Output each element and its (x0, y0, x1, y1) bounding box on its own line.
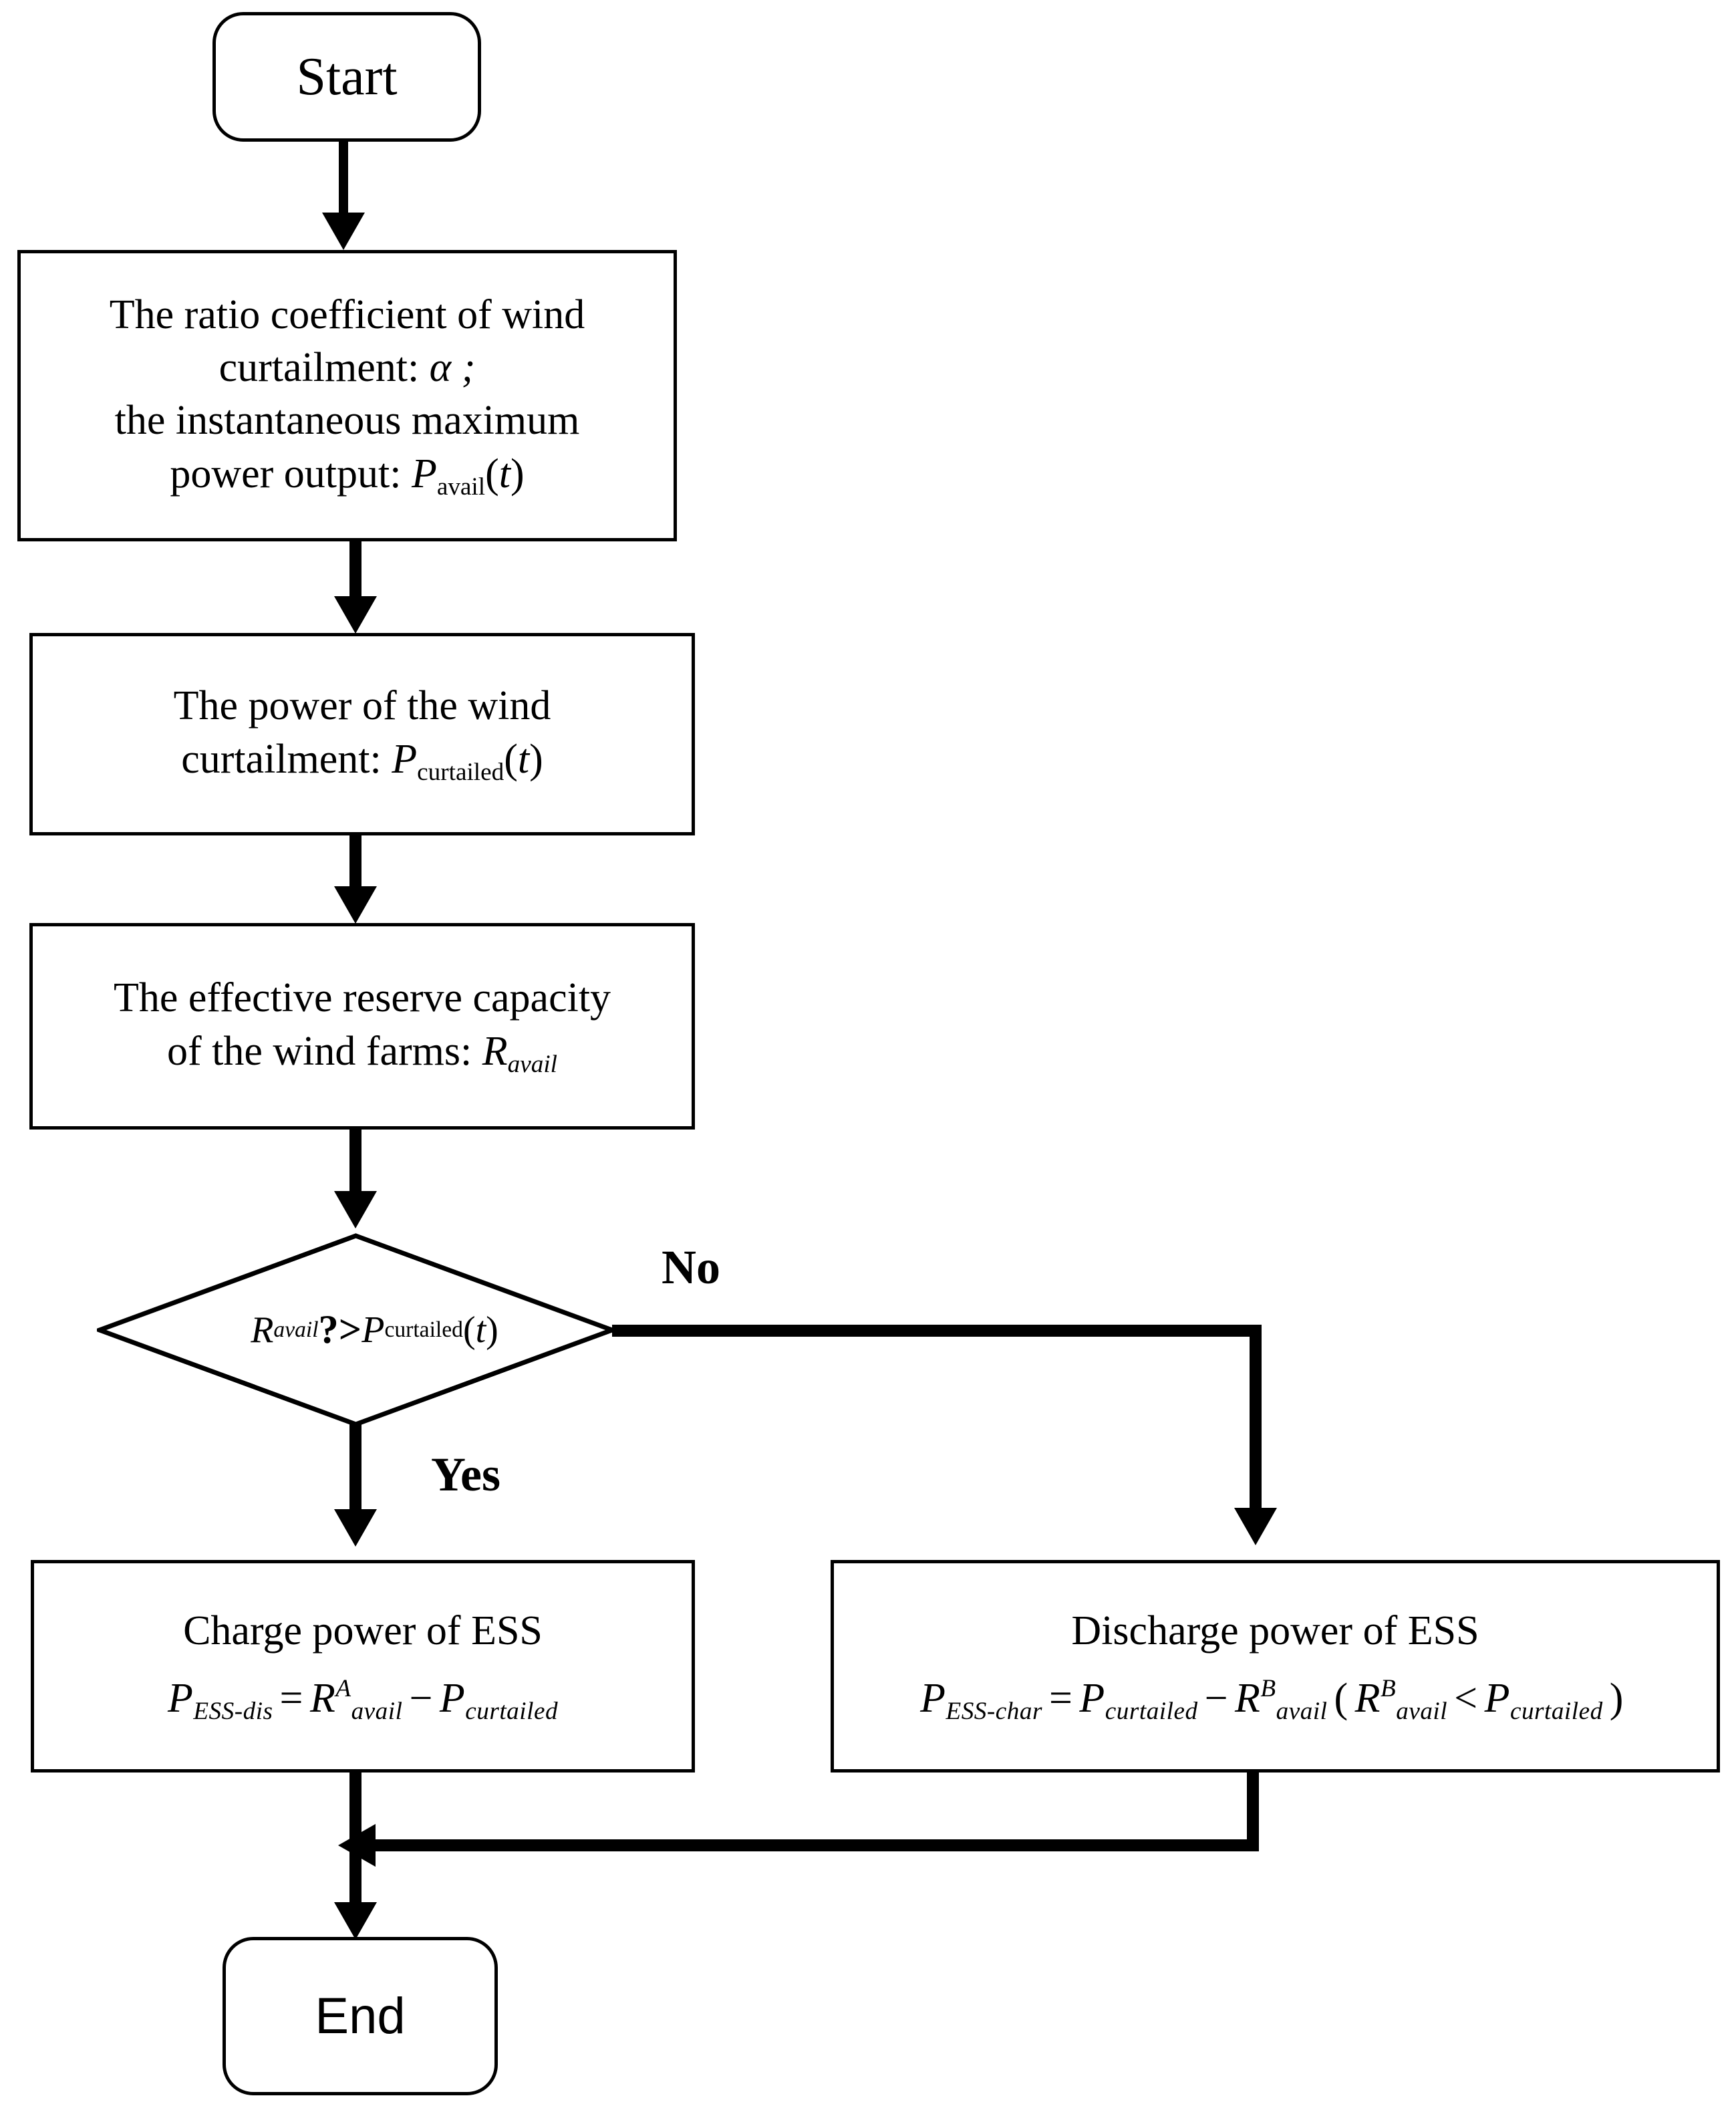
node-curtailed-power[interactable]: The power of the wind curtailment: Pcurt… (29, 633, 695, 835)
inputs-line-2-prefix: curtailment: (219, 344, 430, 390)
r-avail-sub: avail (507, 1050, 557, 1078)
inputs-line-2: curtailment: α ; (219, 342, 476, 394)
node-start[interactable]: Start (212, 12, 481, 142)
charge-minus: − (409, 1676, 433, 1722)
discharge-t2-sub: avail (1276, 1698, 1328, 1726)
r-avail-var: R (482, 1028, 508, 1074)
discharge-paren-open: ( (1334, 1676, 1348, 1722)
charge-lhs-sub: ESS-dis (193, 1698, 273, 1726)
node-reserve-capacity[interactable]: The effective reserve capacity of the wi… (29, 923, 695, 1130)
discharge-t4-sub: curtailed (1509, 1698, 1603, 1726)
inputs-line-2-suffix: ; (451, 344, 476, 390)
inputs-line-3: the instantaneous maximum (114, 398, 580, 444)
p-avail-var: P (411, 450, 437, 497)
decision-rhs-arg: t (475, 1309, 486, 1351)
edge-line (349, 541, 361, 599)
p-curtailed-sub: curtailed (417, 758, 504, 786)
discharge-lhs-var: P (920, 1676, 946, 1722)
p-curtailed-paren-close: ) (529, 736, 543, 782)
reserve-line-2: of the wind farms: Ravail (167, 1025, 557, 1081)
alpha-symbol: α (429, 344, 452, 390)
p-curtailed-var: P (392, 736, 418, 782)
charge-t2-var: P (439, 1676, 466, 1722)
edge-arrowhead (334, 886, 377, 924)
curtailed-line-2: curtailment: Pcurtailed(t) (181, 733, 543, 789)
discharge-less-than: < (1454, 1676, 1478, 1722)
charge-t2-sub: curtailed (465, 1698, 559, 1726)
reserve-line-1: The effective reserve capacity (113, 975, 611, 1021)
discharge-t3-sup: B (1381, 1675, 1397, 1703)
edge-line (339, 142, 348, 214)
node-end-label: End (315, 1987, 406, 2045)
charge-t1-var: R (309, 1676, 336, 1722)
discharge-t2-sup: B (1260, 1675, 1276, 1703)
edge-line-horizontal (374, 1839, 1259, 1851)
charge-lhs-var: P (167, 1676, 194, 1722)
inputs-line-1: The ratio coefficient of wind (109, 291, 585, 338)
edge-arrowhead (334, 596, 377, 634)
inputs-line-4: power output: Pavail(t) (170, 448, 524, 503)
curtailed-line-2-prefix: curtailment: (181, 736, 392, 782)
edge-arrowhead (334, 1902, 377, 1940)
curtailed-line-1: The power of the wind (173, 683, 551, 729)
decision-rhs-paren-open: ( (462, 1309, 476, 1351)
p-curtailed-arg: t (517, 736, 530, 782)
edge-arrowhead (334, 1509, 377, 1547)
discharge-lhs-sub: ESS-char (946, 1698, 1042, 1726)
decision-lhs-sub: avail (273, 1317, 319, 1342)
node-inputs[interactable]: The ratio coefficient of wind curtailmen… (17, 250, 677, 541)
charge-equals: = (279, 1676, 303, 1722)
edge-arrowhead (334, 1191, 377, 1228)
node-charge-power[interactable]: Charge power of ESS PESS-dis=RAavail−Pcu… (31, 1560, 695, 1772)
discharge-t1-var: P (1079, 1676, 1105, 1722)
discharge-t4-var: P (1484, 1676, 1510, 1722)
decision-lhs-var: R (251, 1309, 274, 1351)
edge-line-vertical (1247, 1772, 1259, 1851)
edge-line (349, 835, 361, 889)
discharge-equals: = (1048, 1676, 1073, 1722)
discharge-t1-sub: curtailed (1105, 1698, 1198, 1726)
decision-rhs-sub: curtailed (384, 1317, 463, 1342)
p-avail-arg: t (498, 450, 511, 497)
charge-formula: PESS-dis=RAavail−Pcurtailed (168, 1672, 558, 1728)
decision-operator: > (338, 1307, 362, 1352)
decision-rhs-paren-close: ) (486, 1309, 498, 1351)
discharge-t2-var: R (1235, 1676, 1261, 1722)
charge-t1-sup: A (335, 1675, 351, 1703)
edge-line-horizontal (612, 1325, 1262, 1337)
edge-line (349, 1772, 361, 1908)
discharge-t3-var: R (1354, 1676, 1381, 1722)
edge-arrowhead (322, 213, 365, 250)
edge-line (349, 1130, 361, 1194)
inputs-line-4-prefix: power output: (170, 450, 412, 497)
edge-line-vertical (1250, 1325, 1262, 1510)
discharge-formula: PESS-char=Pcurtailed−RBavail(RBavail<Pcu… (920, 1672, 1630, 1728)
discharge-paren-close: ) (1609, 1676, 1624, 1722)
edge-arrowhead (1234, 1508, 1277, 1545)
node-discharge-power[interactable]: Discharge power of ESS PESS-char=Pcurtai… (831, 1560, 1720, 1772)
charge-title: Charge power of ESS (183, 1607, 543, 1654)
discharge-title: Discharge power of ESS (1071, 1607, 1479, 1654)
p-curtailed-paren-open: ( (504, 736, 518, 782)
decision-rhs-var: P (361, 1309, 385, 1351)
edge-label-no: No (662, 1240, 720, 1294)
decision-question-mark: ? (318, 1307, 339, 1352)
discharge-minus: − (1204, 1676, 1229, 1722)
p-avail-sub: avail (436, 473, 486, 501)
node-start-label: Start (296, 47, 398, 106)
reserve-line-2-prefix: of the wind farms: (166, 1028, 482, 1074)
edge-label-yes: Yes (431, 1448, 500, 1501)
p-avail-paren-close: ) (511, 450, 525, 497)
p-avail-paren-open: ( (485, 450, 499, 497)
charge-t1-sub: avail (351, 1698, 403, 1726)
discharge-t3-sub: avail (1396, 1698, 1448, 1726)
node-end[interactable]: End (223, 1937, 498, 2095)
edge-line (349, 1424, 361, 1513)
